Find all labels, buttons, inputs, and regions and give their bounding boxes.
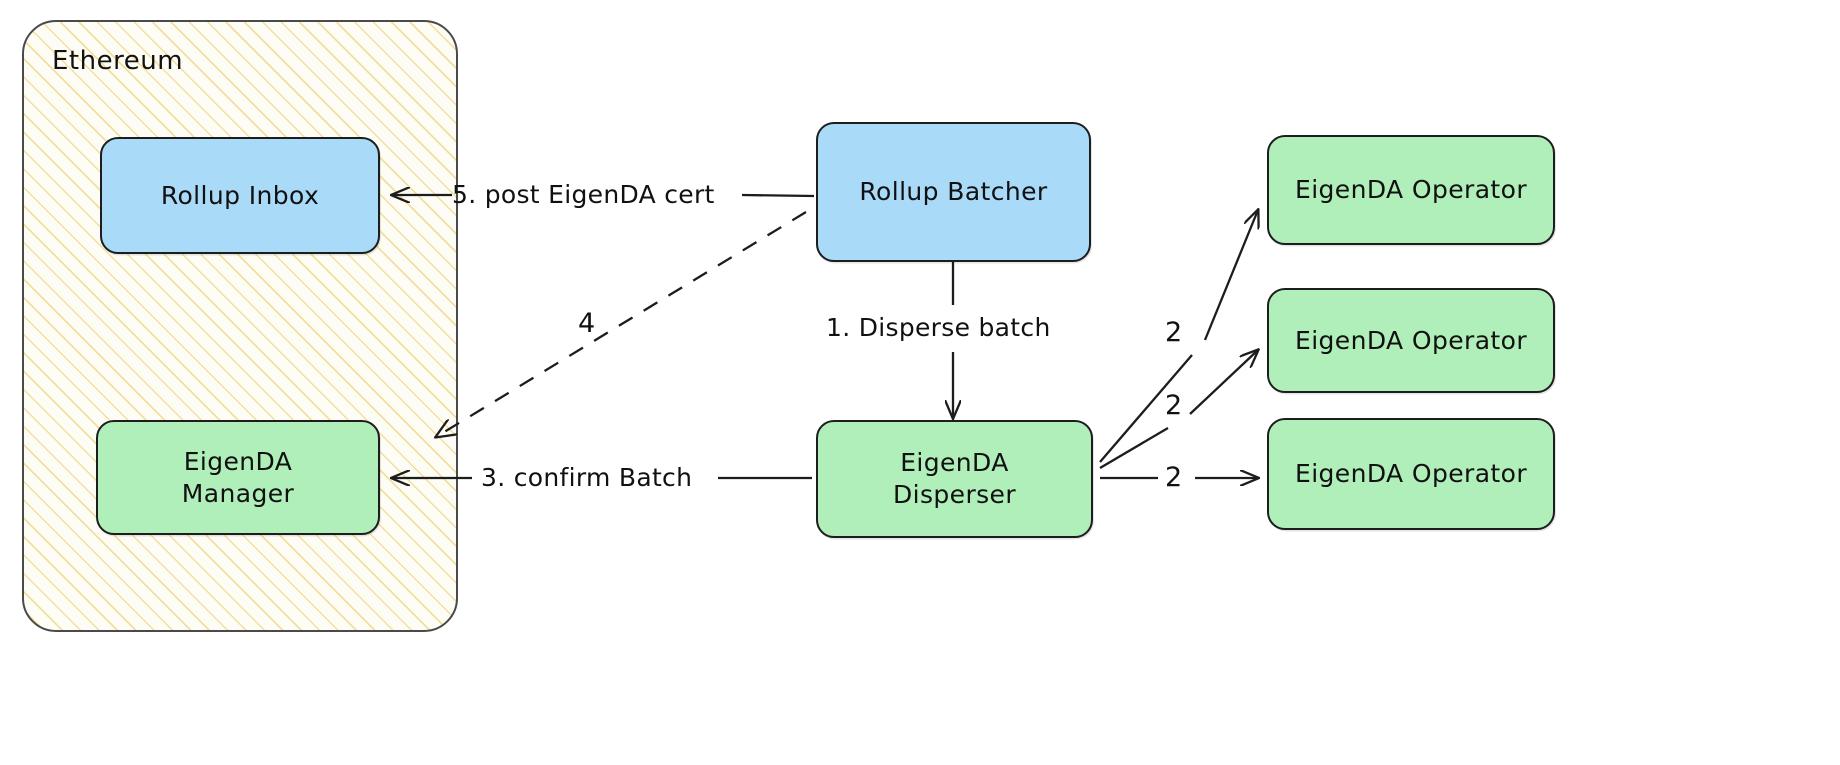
node-rollup-batcher-label: Rollup Batcher <box>859 177 1048 206</box>
node-eigenda-manager[interactable]: EigenDA Manager <box>96 420 380 535</box>
edge-label-disperse-batch: 1. Disperse batch <box>826 313 1051 342</box>
node-rollup-batcher[interactable]: Rollup Batcher <box>816 122 1091 262</box>
edge-store-operator-2 <box>1099 350 1258 469</box>
node-rollup-inbox[interactable]: Rollup Inbox <box>100 137 380 254</box>
edge-store-operator-1 <box>1099 210 1258 463</box>
node-eigenda-operator-1[interactable]: EigenDA Operator <box>1267 135 1555 245</box>
node-rollup-inbox-label: Rollup Inbox <box>160 180 320 210</box>
node-eigenda-operator-2[interactable]: EigenDA Operator <box>1267 288 1555 393</box>
node-eigenda-operator-3[interactable]: EigenDA Operator <box>1267 418 1555 530</box>
edge-post-eigenda-cert <box>392 195 815 196</box>
edge-label-post-eigenda-cert: 5. post EigenDA cert <box>452 180 715 209</box>
edge-four-dashed <box>436 211 807 437</box>
edge-label-four: 4 <box>578 308 596 339</box>
node-eigenda-manager-label: EigenDA Manager <box>181 446 295 508</box>
cluster-ethereum <box>22 20 458 632</box>
edge-label-two-operator-1: 2 <box>1165 317 1183 348</box>
edge-label-two-operator-3: 2 <box>1165 462 1183 493</box>
node-eigenda-disperser-label: EigenDA Disperser <box>892 448 1017 509</box>
cluster-ethereum-label: Ethereum <box>52 46 184 76</box>
node-eigenda-operator-3-label: EigenDA Operator <box>1295 459 1527 488</box>
node-eigenda-operator-2-label: EigenDA Operator <box>1295 325 1527 355</box>
edge-label-two-operator-2: 2 <box>1165 390 1183 421</box>
node-eigenda-operator-1-label: EigenDA Operator <box>1295 175 1527 204</box>
edge-label-confirm-batch: 3. confirm Batch <box>481 463 693 492</box>
node-eigenda-disperser[interactable]: EigenDA Disperser <box>816 420 1093 538</box>
